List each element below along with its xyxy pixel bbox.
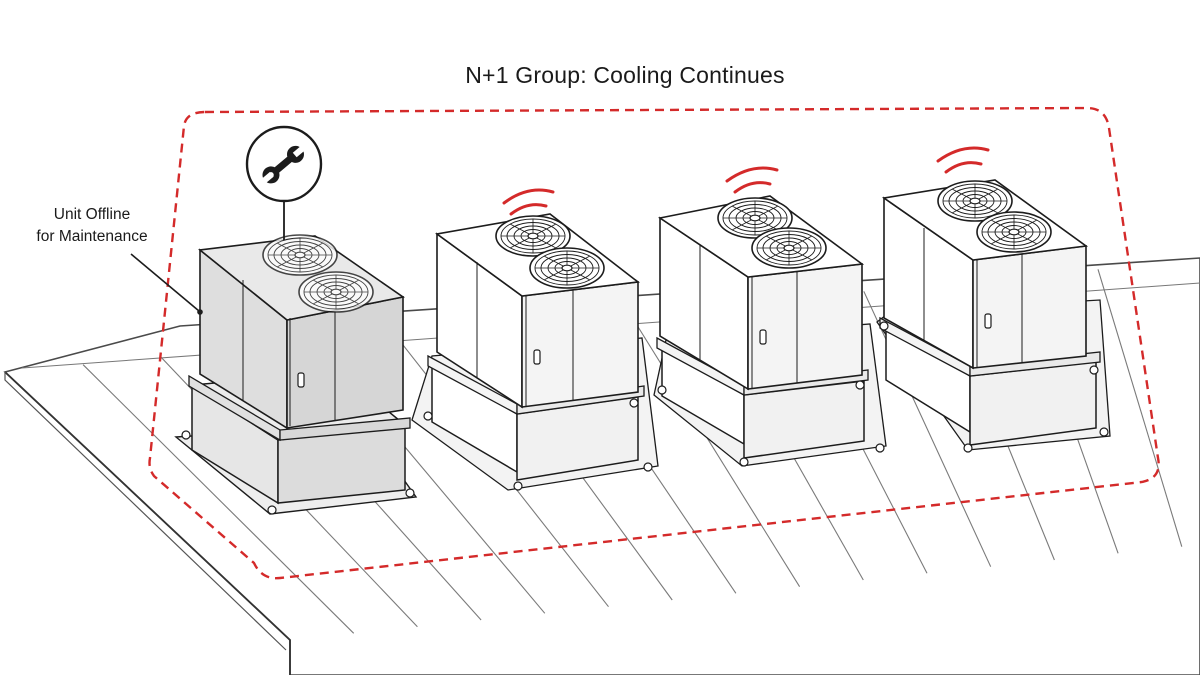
roof-seam xyxy=(82,364,355,634)
airflow-signal-icon xyxy=(936,146,990,174)
callout-line-1: Unit Offline xyxy=(53,206,131,223)
maintenance-callout-label: Unit Offline for Maintenance xyxy=(22,204,162,248)
roof-seam xyxy=(1097,269,1183,547)
roof-seam xyxy=(863,291,992,567)
callout-line-2: for Maintenance xyxy=(36,228,148,245)
cooling-unit-running xyxy=(653,195,887,467)
cooling-unit-running xyxy=(411,213,659,491)
callout-leader-line xyxy=(130,253,203,315)
airflow-signal-icon xyxy=(725,166,779,194)
roof-seam xyxy=(629,313,801,587)
airflow-signal-icon xyxy=(502,188,555,216)
wrench-icon xyxy=(245,125,323,203)
n-plus-one-group-boundary xyxy=(148,106,1160,580)
cooling-unit-offline xyxy=(174,234,418,515)
cooling-unit-running xyxy=(876,179,1111,453)
diagram-title: N+1 Group: Cooling Continues xyxy=(465,62,785,88)
